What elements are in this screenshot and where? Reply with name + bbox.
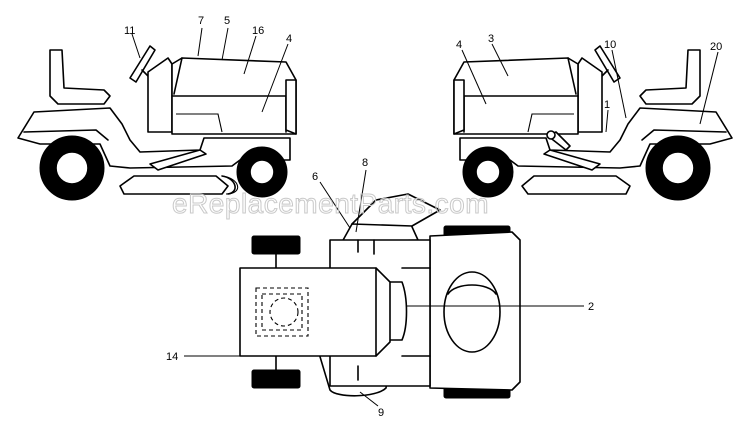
pedal	[149, 149, 207, 171]
callout-4-left: 4	[286, 33, 292, 45]
mower-deck	[521, 175, 631, 195]
callout-2: 2	[588, 301, 594, 313]
callout-11: 11	[124, 25, 135, 37]
steering-wheel	[129, 45, 156, 83]
callout-5: 5	[224, 15, 230, 27]
tractor-top-view	[221, 175, 521, 399]
callout-9: 9	[378, 407, 384, 419]
dash-console	[147, 57, 173, 133]
callout-14: 14	[166, 351, 178, 363]
seat	[49, 49, 111, 105]
callout-16: 16	[252, 25, 264, 37]
callout-4-right: 4	[456, 39, 462, 51]
discharge-chute	[351, 193, 441, 227]
callout-20: 20	[710, 41, 722, 53]
callout-8: 8	[362, 157, 368, 169]
front-left-tire	[251, 235, 301, 255]
steering-wheel	[594, 45, 621, 83]
callout-7: 7	[198, 15, 204, 27]
leader-lines	[131, 27, 719, 407]
seat-top	[443, 271, 501, 353]
callouts: 11 7 5 16 4 4 3 10 1 20 6 8 2 14 9	[124, 15, 722, 419]
mower-deck	[119, 175, 229, 195]
tractor-left-side-view	[17, 45, 297, 201]
callout-3: 3	[488, 33, 494, 45]
callout-1: 1	[604, 99, 610, 111]
body-fender	[17, 107, 291, 169]
callout-6: 6	[312, 171, 318, 183]
engine-outline	[255, 287, 309, 337]
dash-console	[577, 57, 603, 133]
callout-10: 10	[604, 39, 616, 51]
tractor-right-side-view	[453, 45, 733, 201]
watermark: eReplacementParts.com	[172, 188, 489, 219]
seat	[639, 49, 701, 105]
pedal	[543, 149, 601, 171]
body-fender	[459, 107, 733, 169]
front-right-tire	[251, 369, 301, 389]
